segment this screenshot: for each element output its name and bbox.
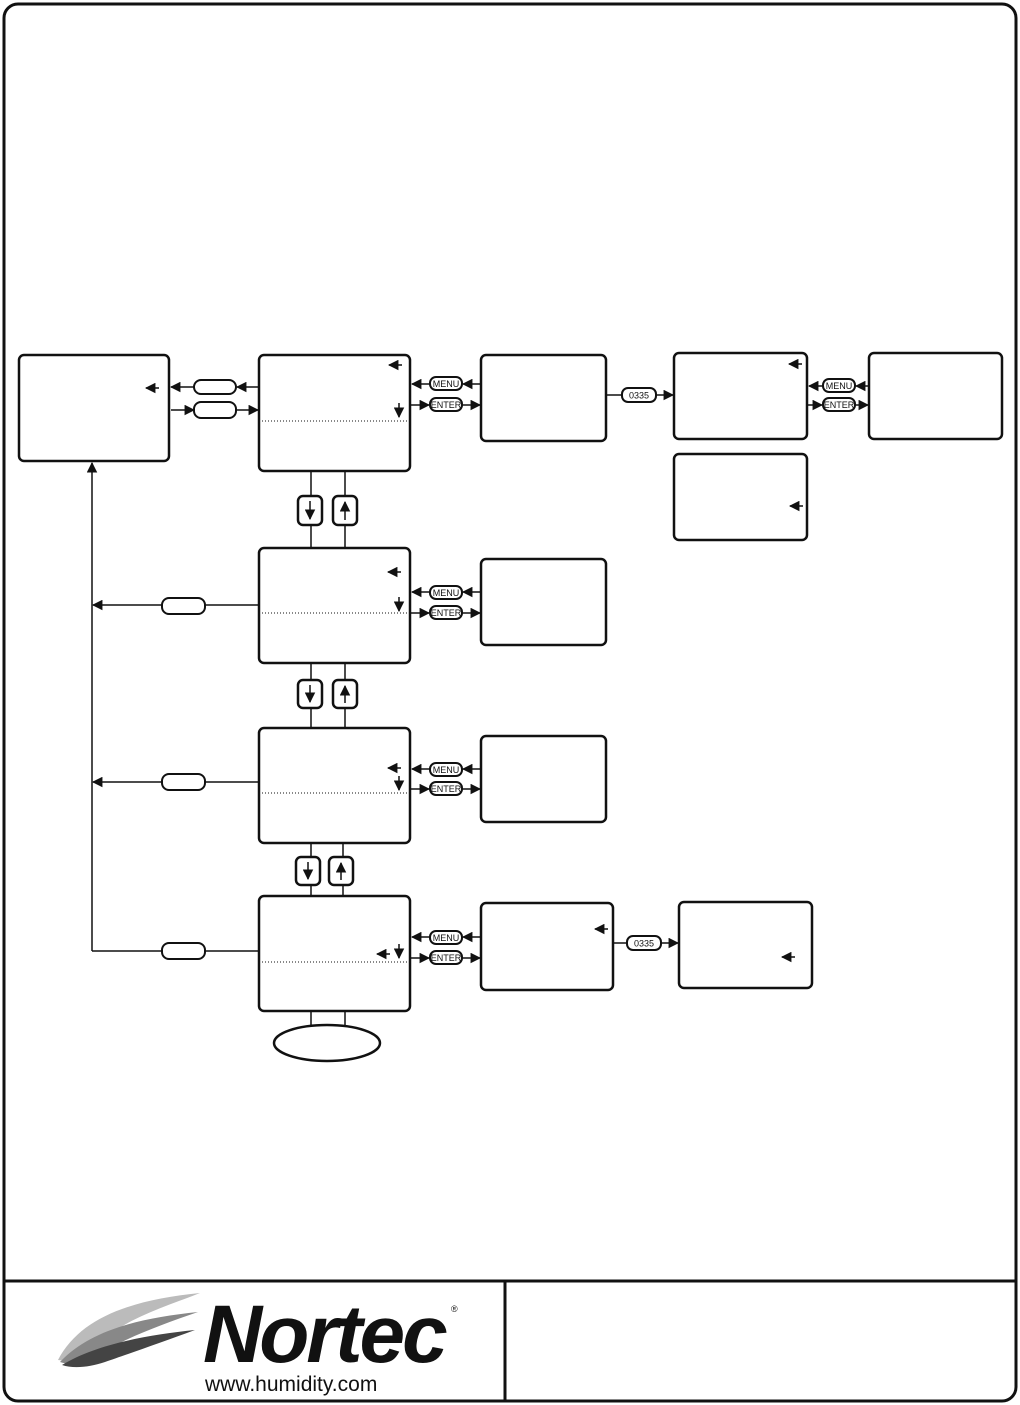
submenu-screen-2 [479,557,608,647]
enter-key-5-label: ENTER [431,953,462,963]
enter-key-4[interactable]: ENTER [429,781,463,796]
escape-key-3[interactable] [161,773,206,791]
enter-key-4-label: ENTER [431,784,462,794]
down-key-1[interactable] [296,494,324,527]
submenu-screen-4 [479,901,615,992]
password-screen-1 [672,351,809,441]
password-screen-2 [677,900,814,990]
website-url[interactable]: www.humidity.com [204,1373,377,1396]
settings-screen-1 [867,351,1004,441]
up-key-2[interactable] [331,678,359,710]
menu-key-3[interactable]: MENU [429,585,463,600]
menu-key-2[interactable]: MENU [822,378,856,393]
enter-key-5[interactable]: ENTER [429,950,463,965]
menu-key-1-label: MENU [433,379,460,389]
submenu-screen-3 [479,734,608,824]
code-key-2-label: 0335 [634,939,654,949]
submenu-screen-1 [479,353,608,443]
up-key-1[interactable] [331,494,359,527]
nav-key-bottom[interactable] [193,401,237,419]
code-key-1-label: 0335 [629,391,649,401]
main-menu-screen-2 [257,546,412,665]
up-key-3[interactable] [327,855,355,887]
brand-wordmark: Nortec [203,1289,447,1380]
nortec-logo-waves-icon [58,1293,200,1368]
down-key-3[interactable] [294,855,322,887]
nav-key-top[interactable] [193,379,237,395]
enter-key-3-label: ENTER [431,608,462,618]
escape-key-4[interactable] [161,942,206,960]
main-menu-screen-3 [257,726,412,845]
main-menu-screen-4 [257,894,412,1013]
error-screen-1 [672,452,809,542]
menu-key-1[interactable]: MENU [429,376,463,391]
enter-key-1-label: ENTER [431,400,462,410]
escape-key-2[interactable] [161,597,206,615]
end-of-menu-oval [272,1023,382,1063]
main-menu-screen-1 [257,353,412,473]
down-key-2[interactable] [296,678,324,710]
menu-key-3-label: MENU [433,588,460,598]
code-key-1[interactable]: 0335 [621,387,657,403]
menu-key-5[interactable]: MENU [429,930,463,945]
enter-key-2-label: ENTER [824,400,855,410]
menu-key-2-label: MENU [826,381,853,391]
menu-key-4-label: MENU [433,765,460,775]
enter-key-3[interactable]: ENTER [429,605,463,620]
enter-key-1[interactable]: ENTER [429,397,463,412]
code-key-2[interactable]: 0335 [626,935,662,951]
menu-key-4[interactable]: MENU [429,762,463,777]
menu-key-5-label: MENU [433,933,460,943]
registered-mark: ® [451,1304,458,1314]
home-screen-box [17,353,171,463]
enter-key-2[interactable]: ENTER [822,397,856,412]
